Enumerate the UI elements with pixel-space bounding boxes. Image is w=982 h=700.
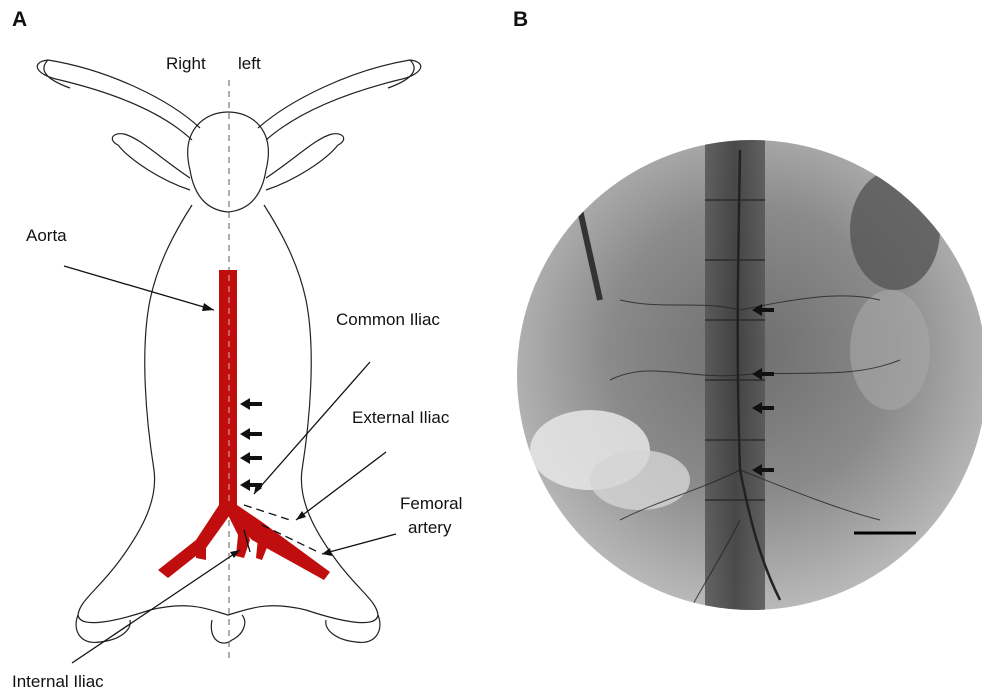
label-external-iliac: External Iliac — [352, 408, 449, 428]
orientation-left: left — [238, 54, 261, 74]
aorta-vessel — [219, 270, 237, 510]
label-femoral-line2: artery — [408, 518, 451, 538]
label-internal-iliac: Internal Iliac — [12, 672, 104, 692]
label-aorta: Aorta — [26, 226, 67, 246]
label-femoral-line1: Femoral — [400, 494, 462, 514]
label-common-iliac: Common Iliac — [336, 310, 440, 330]
artery-tree — [158, 270, 330, 580]
arrow-left-icon — [240, 398, 262, 491]
angiogram-image — [517, 130, 982, 610]
orientation-right: Right — [166, 54, 206, 74]
